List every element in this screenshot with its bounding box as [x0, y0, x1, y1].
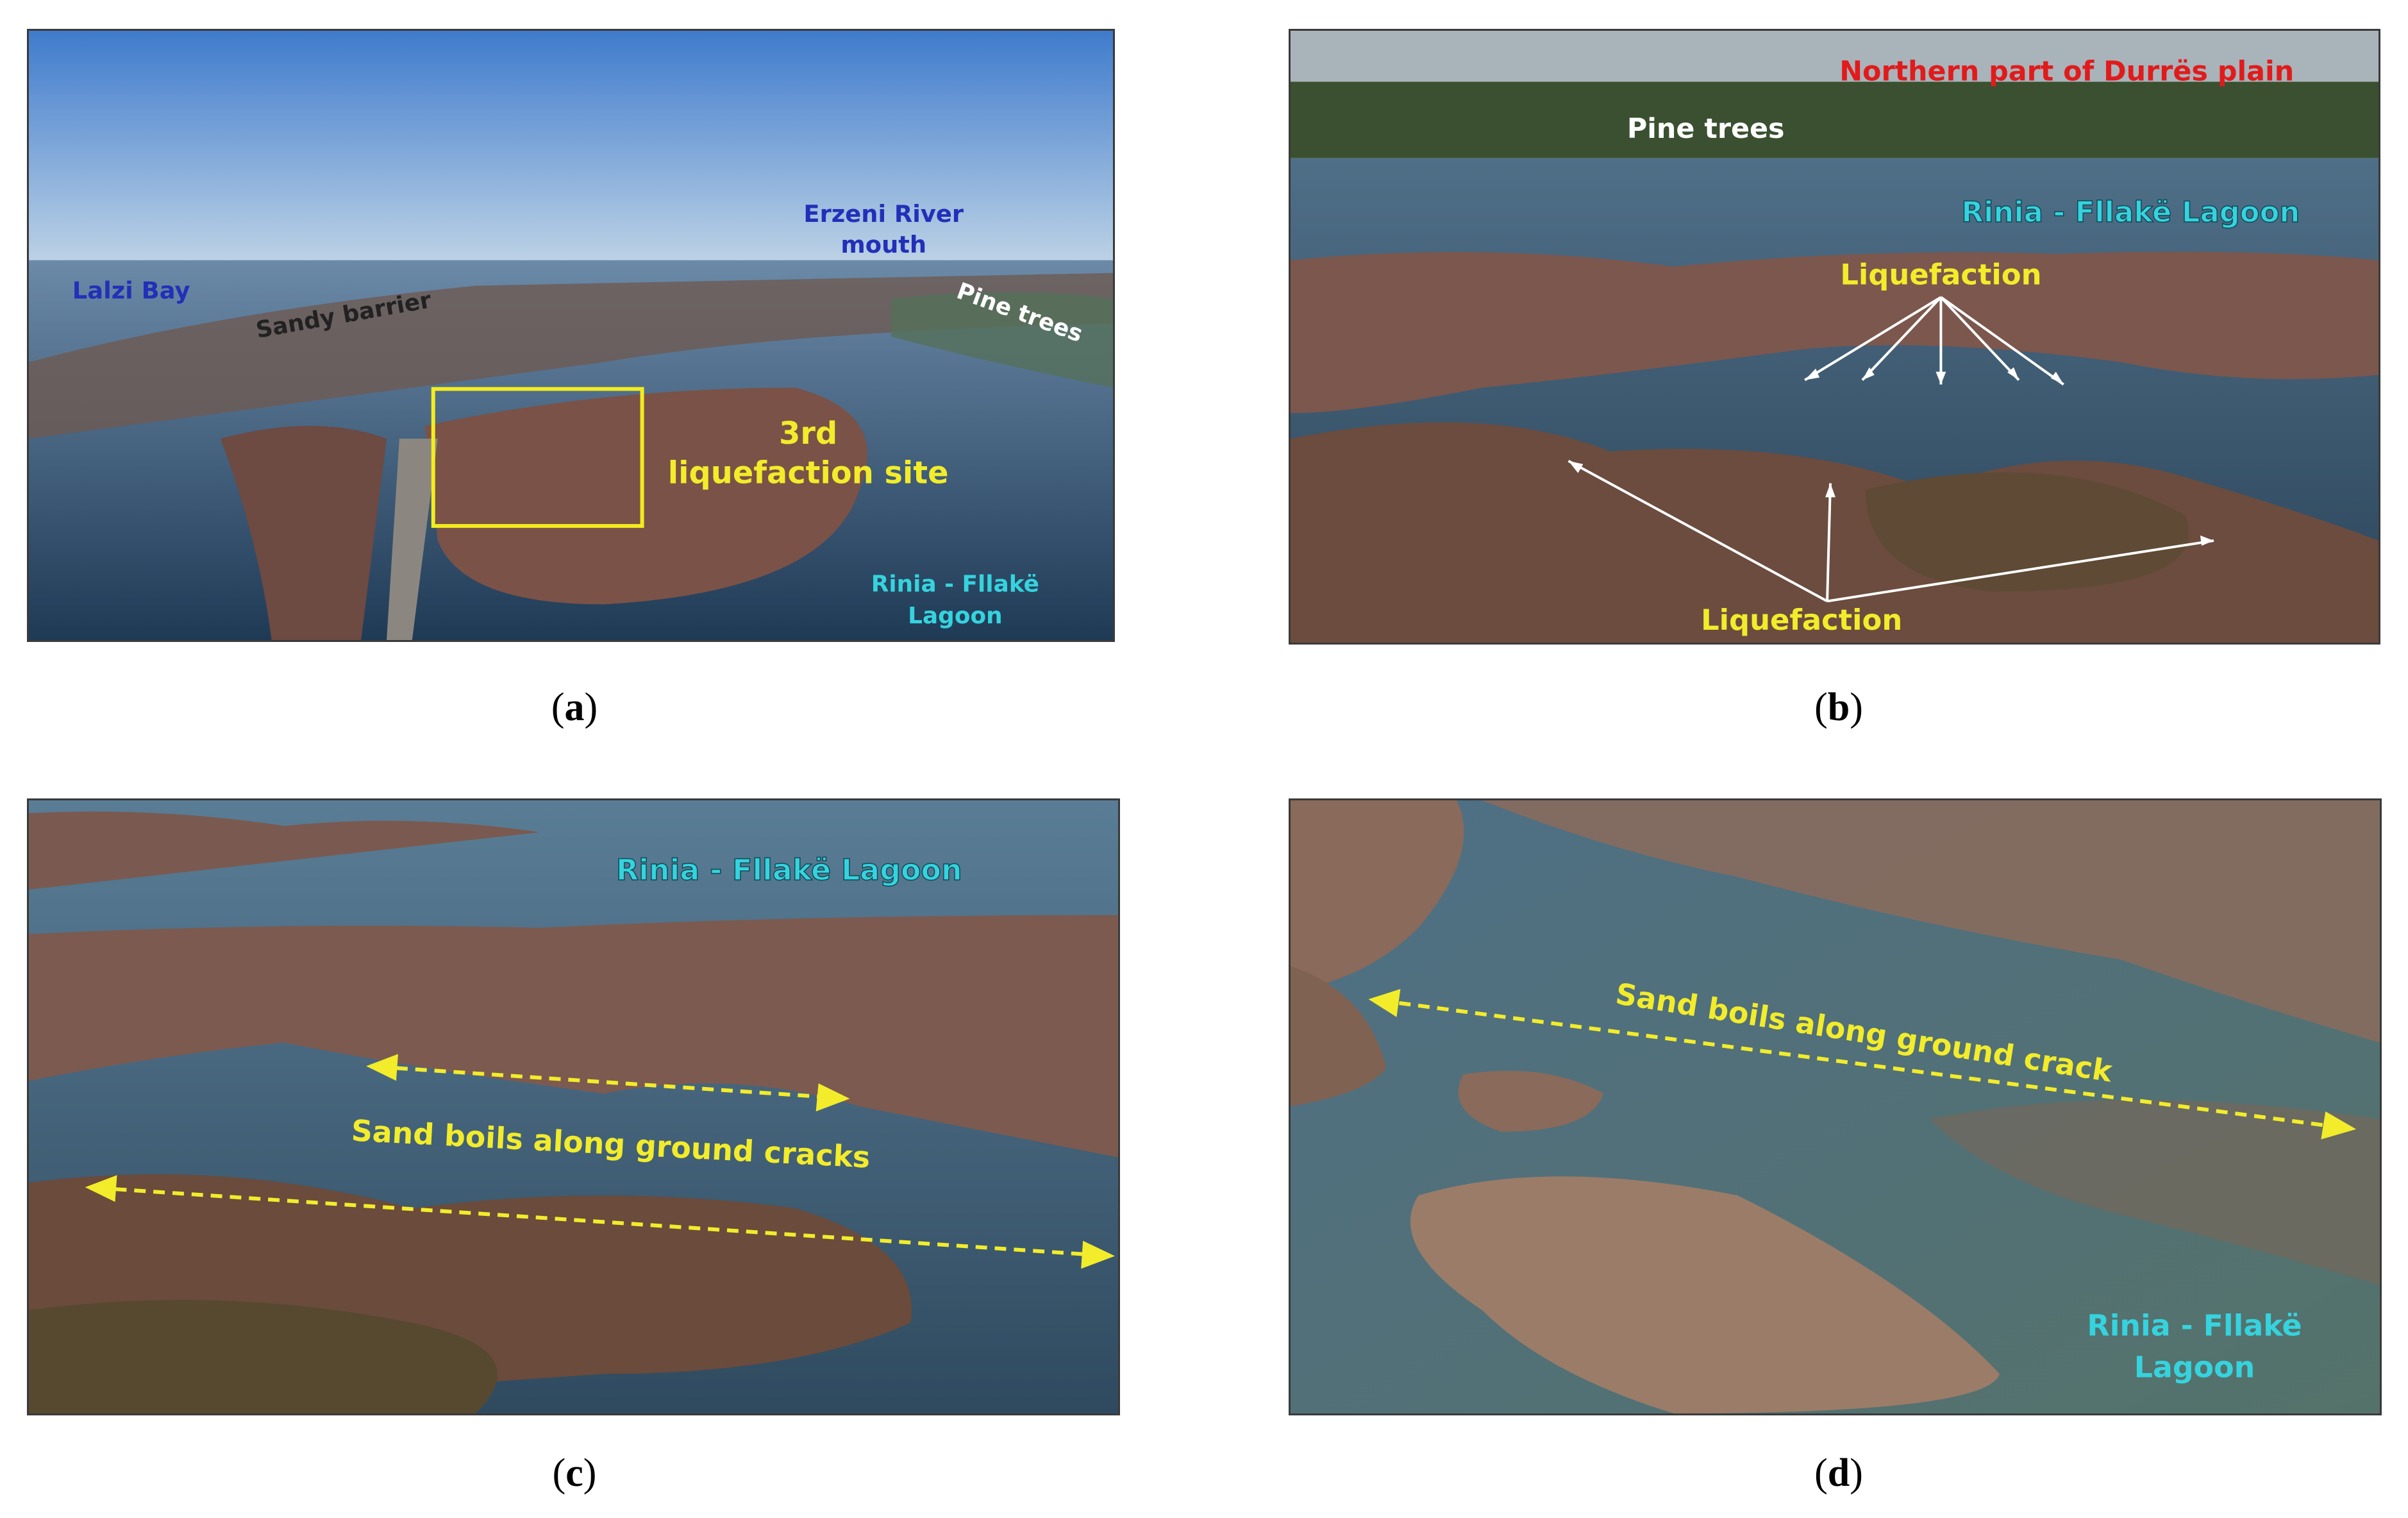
- label-lalzi-bay: Lalzi Bay: [72, 276, 190, 304]
- arrowheads-top: [1805, 367, 2064, 385]
- liquefaction-arrows-bottom: [1568, 460, 2214, 603]
- label-pine-trees-b: Pine trees: [1627, 113, 1785, 145]
- label-site-line1: 3rd: [779, 416, 837, 451]
- label-lagoon-b: Rinia - Fllakë Lagoon: [1961, 195, 2300, 229]
- label-lagoon-c: Rinia - Fllakë Lagoon: [616, 853, 962, 887]
- caption-a: (a): [551, 686, 598, 729]
- photo-panel-b: Northern part of Durrës plain Pine trees…: [1289, 29, 2380, 645]
- aerial-photo-c: Rinia - Fllakë Lagoon Sand boils along g…: [29, 800, 1118, 1413]
- photo-panel-c: Rinia - Fllakë Lagoon Sand boils along g…: [27, 798, 1120, 1415]
- caption-c: (c): [552, 1451, 597, 1495]
- label-liquefaction-bottom: Liquefaction: [1701, 603, 1902, 637]
- label-lagoon-a-line1: Rinia - Fllakë: [871, 571, 1039, 598]
- label-liquefaction-top: Liquefaction: [1840, 258, 2041, 292]
- label-northern-plain: Northern part of Durrës plain: [1839, 56, 2294, 88]
- liquefaction-arrows-top: [1804, 296, 2064, 386]
- site-highlight-box: [431, 387, 644, 528]
- photo-panel-d: Sand boils along ground crack Rinia - Fl…: [1289, 798, 2382, 1415]
- crack-arrow-upper: [366, 1054, 850, 1111]
- arrowheads-bottom: [1568, 460, 2214, 546]
- label-site-line2: liquefaction site: [668, 456, 949, 491]
- label-lagoon-d-line1: Rinia - Fllakë: [2087, 1309, 2302, 1343]
- label-erzeni-line1: Erzeni River: [803, 200, 964, 228]
- aerial-photo-d: Sand boils along ground crack Rinia - Fl…: [1291, 800, 2380, 1413]
- aerial-photo-b: Northern part of Durrës plain Pine trees…: [1291, 31, 2379, 643]
- label-erzeni-line2: mouth: [840, 231, 926, 258]
- label-lagoon-d-line2: Lagoon: [2134, 1350, 2255, 1384]
- caption-d: (d): [1814, 1451, 1863, 1495]
- label-lagoon-a-line2: Lagoon: [908, 603, 1003, 629]
- aerial-photo-a: Lalzi Bay Erzeni River mouth Sandy barri…: [29, 31, 1113, 640]
- caption-b: (b): [1814, 686, 1863, 729]
- photo-panel-a: Lalzi Bay Erzeni River mouth Sandy barri…: [27, 29, 1115, 642]
- crack-arrow-lower: [85, 1175, 1116, 1269]
- crack-arrow-d: [1368, 989, 2357, 1140]
